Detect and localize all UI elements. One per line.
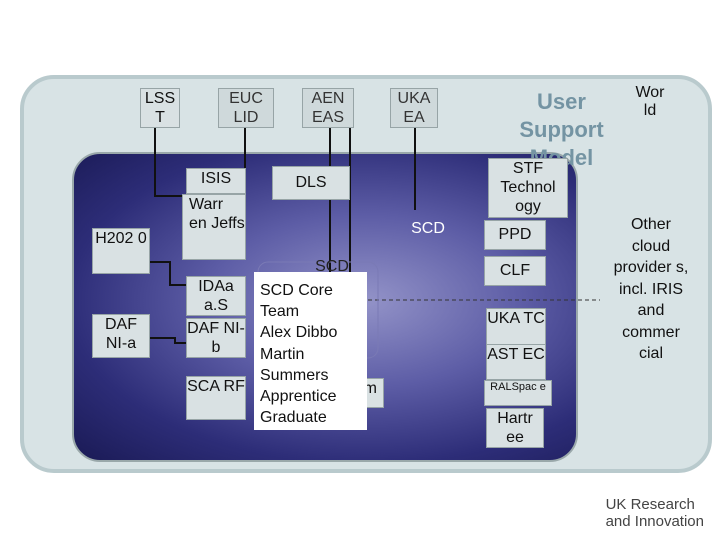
stfc-emblem-icon	[518, 500, 536, 518]
idaas-label: IDAa a.S	[198, 278, 234, 314]
ppd-box: PPD	[484, 220, 546, 250]
scd-core-team-panel: SCD Core Team Alex Dibbo Martin Summers …	[254, 272, 367, 430]
h2020-box: H202 0	[92, 228, 150, 274]
dafni-a-label: DAF NI-a	[105, 316, 137, 352]
dafni-a-box: DAF NI-a	[92, 314, 150, 358]
astec-label: AST EC	[487, 346, 545, 363]
ukri-logo-text: UK Research and Innovation	[606, 496, 704, 530]
stfc-logo: Science & Technology Facilities Council	[497, 496, 593, 526]
lsst-label: LSS T	[144, 90, 176, 126]
other-cloud-label: Other cloud provider s, incl. IRIS and c…	[613, 216, 689, 362]
core-team-member: Alex Dibbo	[260, 324, 338, 341]
core-team-member: Graduate	[260, 409, 327, 426]
dafni-b-box: DAF NI-b	[186, 318, 246, 358]
aeneas-label: AEN EAS	[311, 90, 345, 126]
hartree-label: Hartr ee	[497, 410, 533, 446]
aeneas-box: AEN EAS	[302, 88, 354, 128]
idaas-box: IDAa a.S	[186, 276, 246, 316]
warren-jeffs-label: Warr en Jeffs	[189, 196, 245, 232]
h2020-label: H202 0	[95, 230, 147, 247]
ukatc-label: UKA TC	[487, 310, 545, 327]
astec-box: AST EC	[486, 344, 546, 380]
core-team-title-2: Team	[260, 303, 300, 320]
core-team-member: Summers	[260, 367, 329, 384]
lsst-box: LSS T	[140, 88, 180, 128]
core-team-member: Apprentice	[260, 388, 337, 405]
hartree-box: Hartr ee	[486, 408, 544, 448]
ralspace-box: RALSpac e	[484, 380, 552, 406]
ppd-label: PPD	[498, 226, 532, 243]
ukaea-label: UKA EA	[397, 90, 431, 126]
scarf-box: SCA RF	[186, 376, 246, 420]
scarf-label: SCA RF	[187, 378, 245, 395]
dafni-b-label: DAF NI-b	[187, 320, 245, 356]
ralspace-label: RALSpac e	[490, 381, 546, 393]
isis-box: ISIS	[186, 168, 246, 194]
dls-box: DLS	[272, 166, 350, 200]
world-label: Wor ld	[635, 84, 665, 119]
ukri-line-1: UK Research	[605, 496, 695, 513]
stfc-logo-text: Science & Technology Facilities Council	[537, 501, 590, 526]
clf-label: CLF	[499, 262, 531, 279]
lss-connector	[154, 128, 186, 197]
core-team-member: Martin	[260, 346, 305, 363]
ukaea-box: UKA EA	[390, 88, 438, 128]
euclid-box: EUC LID	[218, 88, 274, 128]
core-team-title-1: SCD Core	[260, 282, 333, 299]
stf-technology-label: STF Technol ogy	[500, 160, 556, 215]
dls-label: DLS	[295, 174, 327, 191]
stf-technology-box: STF Technol ogy	[488, 158, 568, 218]
dafni-connector	[150, 337, 186, 344]
isis-label: ISIS	[200, 170, 232, 187]
scd-mid-label: SCD	[315, 258, 349, 275]
euclid-label: EUC LID	[229, 90, 263, 126]
warren-jeffs-box: Warr en Jeffs	[182, 194, 246, 260]
clf-box: CLF	[484, 256, 546, 286]
ukri-line-2: and Innovation	[605, 513, 704, 530]
scd-top-label: SCD	[411, 220, 445, 237]
ukatc-box: UKA TC	[486, 308, 546, 346]
m-label: m	[363, 380, 377, 397]
